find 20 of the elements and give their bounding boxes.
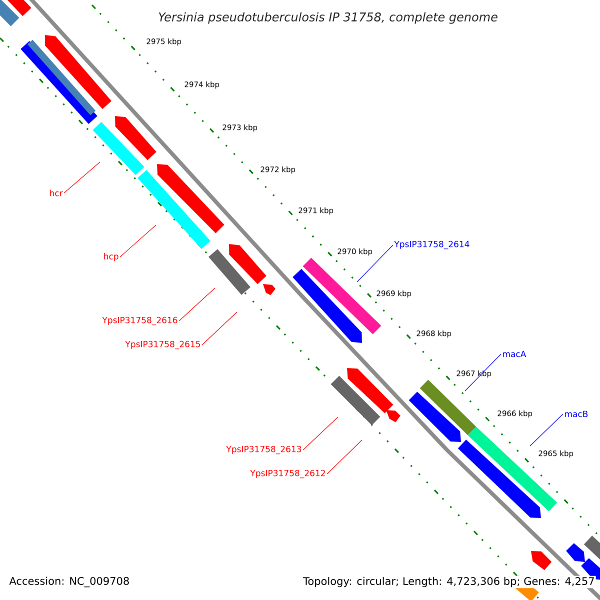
gene-label: YpsIP31758_2616 [102,316,178,326]
leader-line [178,288,216,322]
leader-line [464,354,502,392]
leader-line [120,224,156,258]
leader-line [202,312,238,346]
title: Yersinia pseudotuberculosis IP 31758, complete genome [158,12,498,24]
gene-label: macA [502,350,526,358]
gene-label: hcr [50,190,63,196]
leader-line [326,440,362,474]
gene-label: YpsIP31758_2615 [125,340,200,350]
gene-label: YpsIP31758_2613 [226,446,302,454]
gene-label: YpsIP31758_2614 [394,240,470,250]
gene-label: hcp [104,252,118,262]
leader-line [302,416,338,450]
leader-line [356,244,394,282]
accession-text: Accession: NC_009708 [9,576,129,588]
leader-line [530,414,564,446]
gene-label: YpsIP31758_2612 [250,470,325,478]
gene-label: macB [564,410,588,418]
leader-line [64,162,100,194]
